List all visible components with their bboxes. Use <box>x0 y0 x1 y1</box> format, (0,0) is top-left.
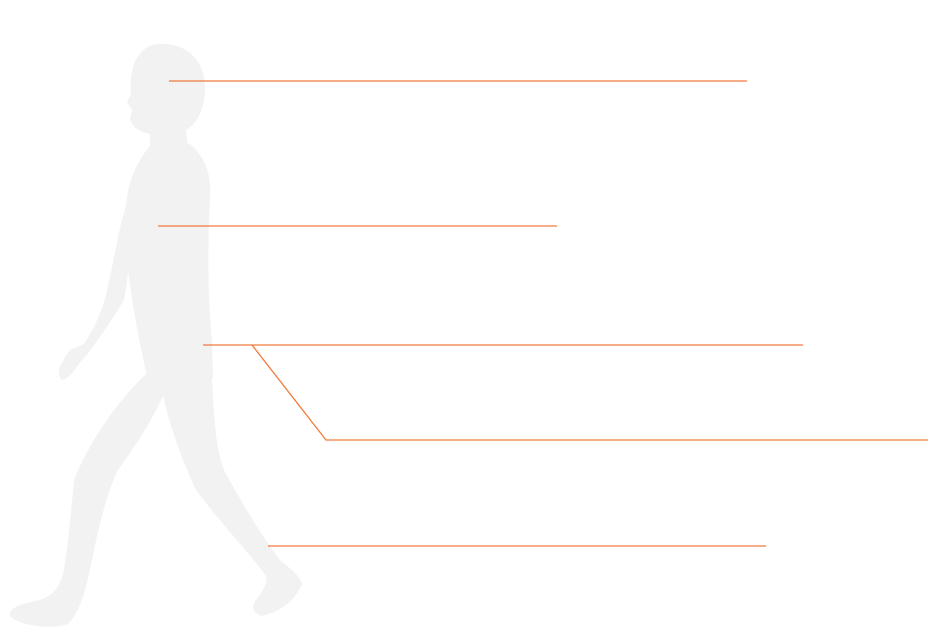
callout-line-thigh <box>251 344 928 441</box>
walking-person-silhouette-icon <box>9 43 302 627</box>
callout-lines <box>158 80 928 547</box>
